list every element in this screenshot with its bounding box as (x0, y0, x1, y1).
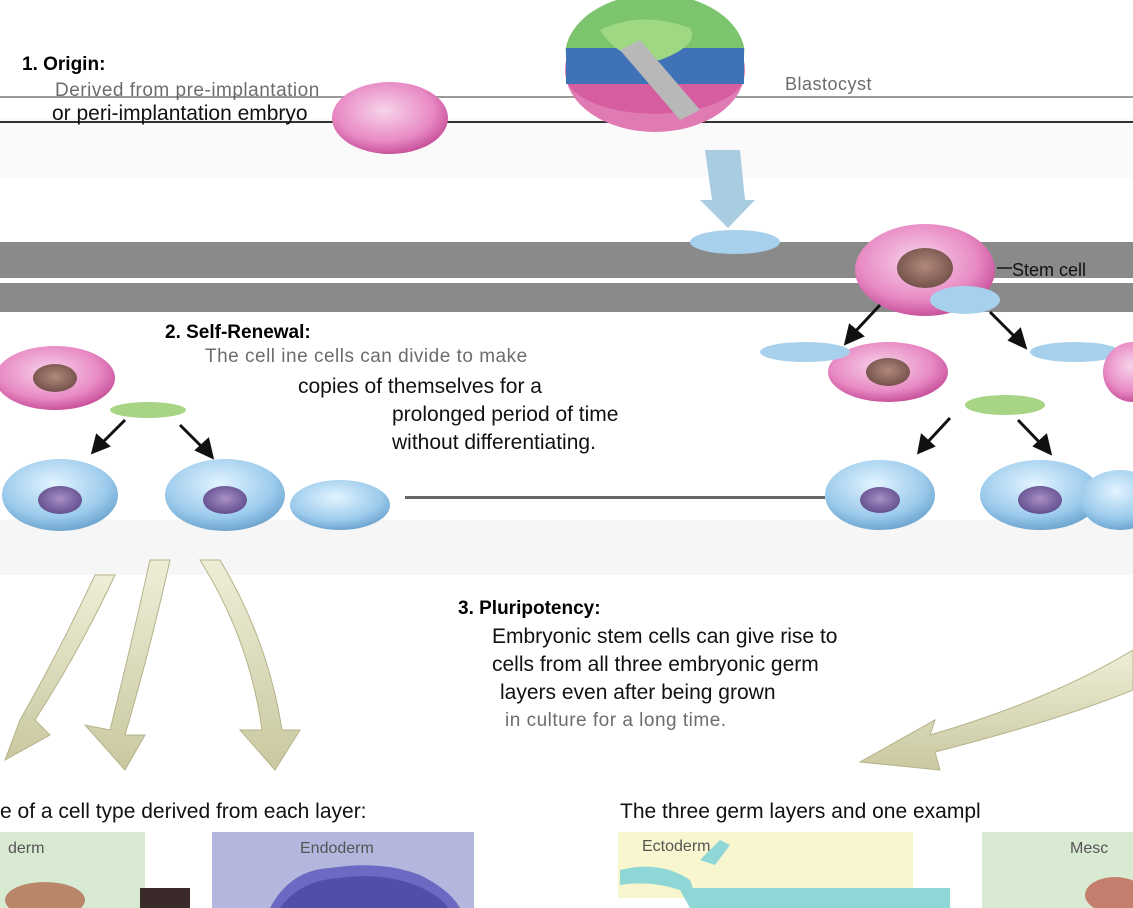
self-renewal-line-2: copies of themselves for a (298, 374, 542, 399)
origin-line-2: or peri-implantation embryo (52, 101, 308, 126)
differentiation-arrows-left (5, 560, 300, 770)
blastocyst-illustration (332, 0, 745, 154)
pluripotency-line-2: cells from all three embryonic germ (492, 652, 819, 677)
origin-heading: 1. Origin: (22, 54, 105, 76)
pluripotency-line-1: Embryonic stem cells can give rise to (492, 624, 837, 649)
self-renewal-line-3: prolonged period of time (392, 402, 618, 427)
pluripotency-heading: 3. Pluripotency: (458, 598, 601, 620)
caption-right: The three germ layers and one exampl (620, 800, 981, 824)
stem-cell-illustration-cell (690, 224, 1000, 316)
caption-left: e of a cell type derived from each layer… (0, 800, 367, 824)
blue-cells-right (825, 460, 1133, 530)
differentiation-arrow-right (860, 650, 1133, 770)
pluripotency-line-4: in culture for a long time. (505, 708, 727, 733)
self-renewal-line-1: The cell ine cells can divide to make (205, 344, 528, 369)
self-renewal-heading: 2. Self-Renewal: (165, 322, 311, 344)
origin-line-1: Derived from pre-implantation (55, 78, 320, 103)
germ-layer-label-mesoderm: Mesc (1070, 840, 1108, 858)
blastocyst-label: Blastocyst (785, 72, 872, 97)
stem-cell-label: Stem cell (1012, 258, 1086, 283)
germ-layer-label-left: derm (8, 840, 44, 858)
pluripotency-line-3: layers even after being grown (500, 680, 776, 705)
division-arrows-left (93, 420, 212, 457)
blue-cells-left (2, 459, 390, 531)
self-renewal-line-4: without differentiating. (392, 430, 596, 455)
germ-layer-label-ectoderm: Ectoderm (642, 838, 710, 856)
germ-layer-label-endoderm: Endoderm (300, 840, 374, 858)
